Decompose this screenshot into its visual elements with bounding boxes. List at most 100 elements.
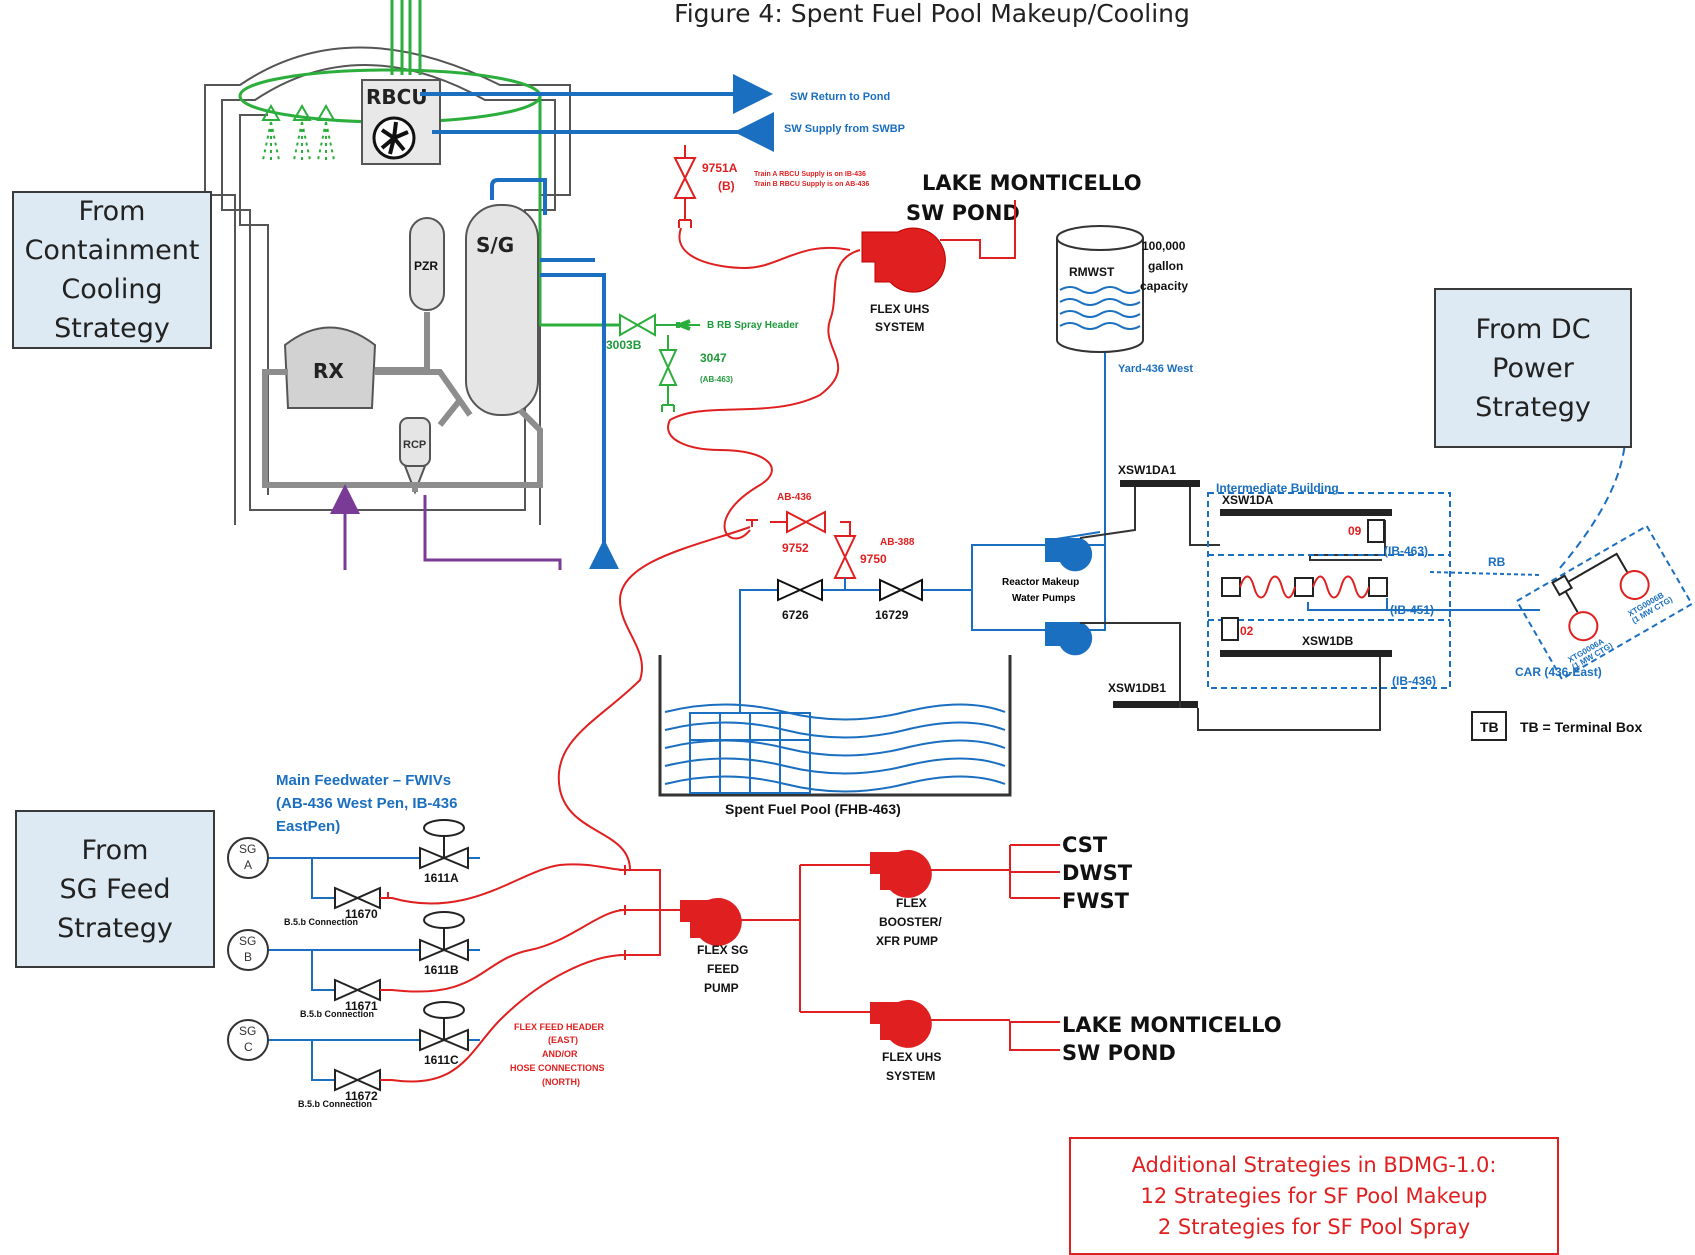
sw-return-label: SW Return to Pond <box>790 91 890 103</box>
sg-b-line1: SG <box>239 934 256 948</box>
rcp-label: RCP <box>403 439 426 451</box>
ib436-label: (IB-436) <box>1392 674 1436 688</box>
xsw1da1-label: XSW1DA1 <box>1118 463 1176 477</box>
valve-6726-label: 6726 <box>782 608 809 622</box>
valve-1611c: 1611C <box>424 1053 459 1067</box>
rmw-pump-2 <box>1045 622 1093 656</box>
ib463-label: (IB-463) <box>1384 544 1428 558</box>
rmw-pumps-line2: Water Pumps <box>1012 593 1076 604</box>
bkr-09-label: 09 <box>1348 524 1362 538</box>
valve-1611a: 1611A <box>424 871 459 885</box>
flex-sg-line2: FEED <box>707 962 739 976</box>
booster-line2: BOOSTER/ <box>879 915 942 929</box>
valve-11670: 11670 <box>345 907 378 921</box>
src-cst: CST <box>1062 833 1108 857</box>
purple-lines <box>330 484 562 570</box>
electrical-wires <box>1079 487 1386 731</box>
flex-header-3: AND/OR <box>542 1049 578 1059</box>
valve-9751a-note2: Train B RBCU Supply is on AB-436 <box>754 181 869 188</box>
flex-booster-pump <box>870 849 932 898</box>
valve-9750 <box>833 535 857 579</box>
uhs-bottom-line2: SYSTEM <box>886 1069 935 1083</box>
rcp <box>399 417 431 495</box>
pump-discharge <box>735 844 1060 1051</box>
bsb-a: B.5.b Connection <box>284 917 358 927</box>
containment-strategy-line: Strategy <box>54 313 170 344</box>
rmwst-capacity-1: 100,000 <box>1142 239 1186 253</box>
bsb-valves <box>334 886 381 1092</box>
cable-coil <box>1239 575 1370 599</box>
sg-a-line1: SG <box>239 842 256 856</box>
rbcu-unit <box>361 79 441 165</box>
dc-strategy-line: Power <box>1492 352 1574 384</box>
flex-header-5: (NORTH) <box>542 1077 580 1087</box>
containment-strategy-line: From <box>78 196 146 227</box>
valve-11671: 11671 <box>345 999 378 1013</box>
additional-line: 12 Strategies for SF Pool Makeup <box>1140 1183 1488 1208</box>
sg-c-line1: SG <box>239 1024 256 1038</box>
sg-b <box>227 929 269 971</box>
valve-16729-label: 16729 <box>875 608 909 622</box>
rmwst-capacity-2: gallon <box>1148 259 1183 273</box>
bsb-b: B.5.b Connection <box>300 1009 374 1019</box>
valve-16729 <box>879 578 923 602</box>
valve-9751a-note1: Train A RBCU Supply is on IB-436 <box>754 171 866 178</box>
feed-hoses <box>380 863 680 1083</box>
valve-9751a-label: 9751A <box>702 161 738 175</box>
flex-sg-feed-pump <box>680 897 742 946</box>
tb-legend-text: TB = Terminal Box <box>1520 719 1642 735</box>
sg-b-line2: B <box>244 950 252 964</box>
rx-label: RX <box>313 359 344 383</box>
terminal-boxes <box>1221 519 1388 641</box>
containment-strategy-line: Containment <box>24 235 200 266</box>
pressurizer <box>409 217 445 311</box>
additional-line: 2 Strategies for SF Pool Spray <box>1157 1214 1471 1239</box>
rmwst-capacity-3: capacity <box>1140 279 1188 293</box>
flex-header-4: HOSE CONNECTIONS <box>510 1063 605 1073</box>
xsw1db-label: XSW1DB <box>1302 634 1354 648</box>
mfw-header-1: Main Feedwater – FWIVs <box>276 772 451 789</box>
reactor <box>283 326 377 409</box>
sg-feed-strategy-box: From SG Feed Strategy <box>15 810 215 968</box>
valve-3047-label: 3047 <box>700 351 727 365</box>
ib-label: Intermediate Building <box>1216 481 1339 495</box>
rb-spray-label: B RB Spray Header <box>707 320 799 331</box>
page-title: Figure 4: Spent Fuel Pool Makeup/Cooling <box>674 0 1190 28</box>
blue-cable <box>1307 598 1540 611</box>
ab388-label: AB-388 <box>880 537 915 548</box>
sg-a-line2: A <box>244 858 252 872</box>
sg-strategy-line: SG Feed <box>59 873 171 905</box>
flex-uhs-top-line1: FLEX UHS <box>870 302 929 316</box>
intermediate-building <box>1207 492 1451 689</box>
src-pond-2: SW POND <box>1062 1041 1176 1065</box>
sw-lines <box>420 74 774 565</box>
sw-supply-label: SW Supply from SWBP <box>784 123 905 135</box>
flex-sg-line3: PUMP <box>704 981 739 995</box>
valve-3047-loc: (AB-463) <box>700 375 733 384</box>
car-label: CAR (436-East) <box>1515 665 1602 679</box>
src-pond-1: LAKE MONTICELLO <box>1062 1013 1282 1037</box>
sg-strategy-line: From <box>81 834 149 866</box>
containment-building <box>204 46 571 525</box>
fwiv-valves <box>419 819 469 1052</box>
valve-6726 <box>777 578 823 602</box>
mfw-header-2: (AB-436 West Pen, IB-436 <box>276 795 457 812</box>
flex-uhs-top-line2: SYSTEM <box>875 320 924 334</box>
tb-legend-box-label: TB <box>1480 719 1499 735</box>
valve-11672: 11672 <box>345 1089 378 1103</box>
src-dwst: DWST <box>1062 861 1133 885</box>
sfp-label: Spent Fuel Pool (FHB-463) <box>725 801 901 817</box>
sg-a <box>227 837 269 879</box>
rmwst-label: RMWST <box>1069 265 1115 279</box>
additional-strategies-box: Additional Strategies in BDMG-1.0: 12 St… <box>1069 1137 1559 1255</box>
flex-sg-line1: FLEX SG <box>697 943 748 957</box>
rb-label: RB <box>1488 555 1506 569</box>
dc-strategy-line: From DC <box>1475 313 1591 345</box>
valve-9752-label: 9752 <box>782 541 809 555</box>
pond-top-lines <box>940 200 1016 259</box>
rmwst-location: Yard-436 West <box>1118 363 1193 375</box>
rmw-pump-1 <box>1045 538 1093 572</box>
pond-top-line1: LAKE MONTICELLO <box>922 171 1142 195</box>
containment-spray <box>238 0 620 327</box>
